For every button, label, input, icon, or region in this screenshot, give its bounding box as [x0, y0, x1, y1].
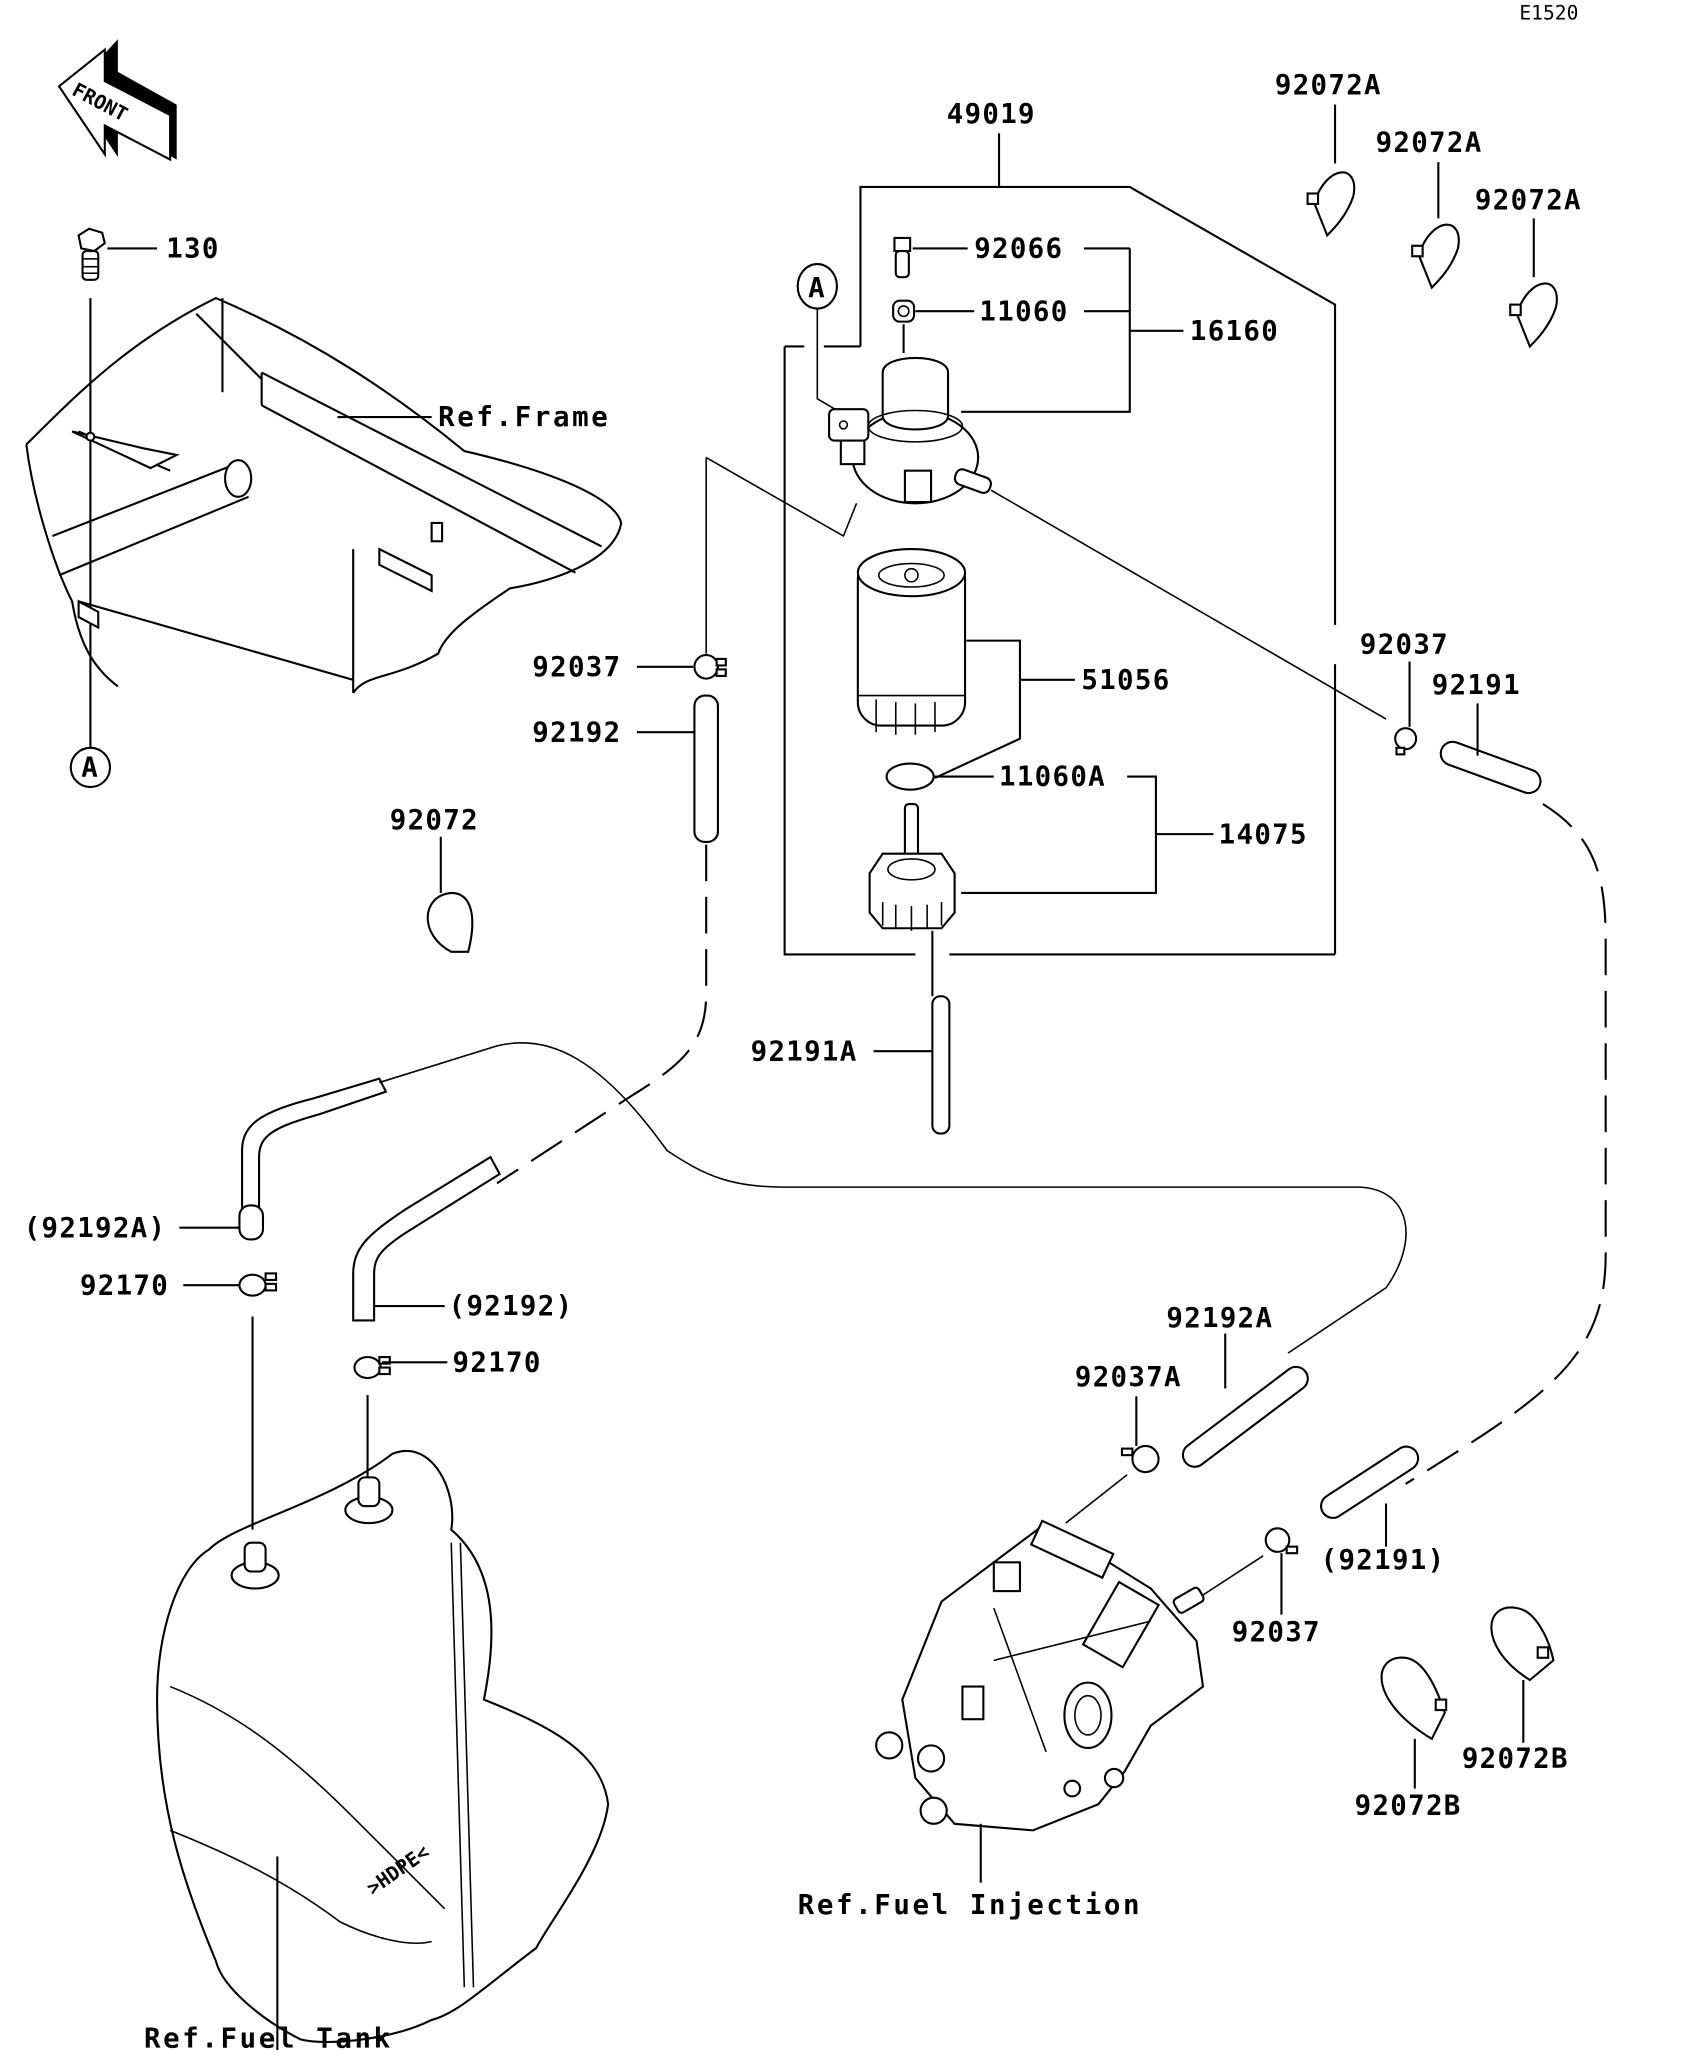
part-label-92170-left[interactable]: 92170	[80, 1270, 169, 1301]
frame-reference-drawing	[25, 296, 623, 694]
part-label-92072a-3[interactable]: 92072A	[1475, 185, 1582, 216]
bolt-130-icon[interactable]	[77, 227, 106, 281]
part-label-92191-paren[interactable]: (92191)	[1321, 1545, 1446, 1576]
part-label-92191a[interactable]: 92191A	[751, 1036, 858, 1067]
ref-fuel-injection-label: Ref.Fuel Injection	[798, 1890, 1142, 1921]
marker-a-left	[69, 746, 112, 789]
part-label-92037-bottom[interactable]: 92037	[1232, 1617, 1321, 1648]
marker-a-top-label: A	[808, 273, 826, 304]
cable-tie-92072-icon[interactable]	[426, 891, 474, 953]
front-arrow-icon: FRONT	[57, 39, 177, 162]
hose-92192-paren-icon[interactable]	[352, 1155, 502, 1322]
diagram-code: E1520	[1519, 2, 1578, 25]
hose-92192a-icon[interactable]	[1178, 1362, 1312, 1471]
o-ring-11060a-icon[interactable]	[885, 762, 935, 791]
part-label-92192a-paren[interactable]: (92192A)	[24, 1213, 167, 1244]
bolt-92066-icon[interactable]	[893, 236, 912, 279]
part-label-14075[interactable]: 14075	[1219, 819, 1308, 850]
cable-tie-92072a-3-icon[interactable]	[1509, 282, 1558, 349]
fuel-tank-drawing: >HDPE<	[156, 1450, 610, 2044]
clamp-92037-right-icon[interactable]	[1394, 727, 1418, 756]
injection-pump-drawing	[875, 1519, 1205, 1832]
cable-tie-92072a-2-icon[interactable]	[1411, 223, 1460, 290]
drain-plug-14075-icon[interactable]	[868, 803, 956, 931]
hose-92192a-paren-icon[interactable]	[241, 1077, 388, 1217]
clamp-92037a-icon[interactable]	[1120, 1444, 1160, 1474]
cable-tie-92072a-1-icon[interactable]	[1306, 171, 1356, 238]
part-label-92037-right[interactable]: 92037	[1360, 630, 1449, 661]
hose-92192-icon[interactable]	[693, 694, 719, 844]
filter-head-16160-icon[interactable]	[828, 356, 993, 505]
part-label-11060[interactable]: 11060	[979, 296, 1068, 327]
cable-tie-92072b-1-icon[interactable]	[1380, 1656, 1448, 1741]
part-label-16160[interactable]: 16160	[1190, 316, 1279, 347]
part-label-92072[interactable]: 92072	[390, 805, 479, 836]
part-label-92037-left[interactable]: 92037	[532, 652, 621, 683]
part-label-130[interactable]: 130	[166, 234, 219, 265]
part-label-92192-paren[interactable]: (92192)	[449, 1291, 574, 1322]
part-label-92192a[interactable]: 92192A	[1166, 1303, 1273, 1334]
svg-text:>HDPE<: >HDPE<	[362, 1840, 433, 1899]
clamp-92170-right-icon[interactable]	[353, 1356, 391, 1380]
part-label-92191[interactable]: 92191	[1432, 670, 1521, 701]
clamp-92170-left-icon[interactable]	[238, 1272, 278, 1297]
fuel-filter-51056-icon[interactable]	[856, 548, 967, 735]
clamp-92037-left-icon[interactable]	[693, 653, 727, 680]
cable-tie-92072b-2-icon[interactable]	[1490, 1606, 1555, 1682]
part-label-92072a-1[interactable]: 92072A	[1275, 70, 1382, 101]
ref-fuel-tank-label: Ref.Fuel Tank	[144, 2023, 393, 2050]
hose-92191-paren-icon[interactable]	[1317, 1442, 1423, 1522]
part-label-92072b-1[interactable]: 92072B	[1355, 1791, 1462, 1822]
part-label-11060a[interactable]: 11060A	[999, 762, 1106, 793]
part-label-92066[interactable]: 92066	[974, 234, 1063, 265]
part-label-92170-right[interactable]: 92170	[453, 1347, 542, 1378]
part-label-92072b-2[interactable]: 92072B	[1462, 1744, 1569, 1775]
part-label-92037a[interactable]: 92037A	[1075, 1362, 1182, 1393]
hose-92191-icon[interactable]	[1437, 738, 1543, 796]
part-label-92072a-2[interactable]: 92072A	[1376, 128, 1483, 159]
part-label-92192[interactable]: 92192	[532, 717, 621, 748]
ref-frame-label: Ref.Frame	[438, 402, 610, 433]
hose-92191a-icon[interactable]	[931, 995, 951, 1135]
clamp-92037-bottom-icon[interactable]	[1264, 1527, 1299, 1555]
part-label-49019[interactable]: 49019	[947, 99, 1036, 130]
marker-a-left-label: A	[81, 753, 99, 784]
washer-11060-icon[interactable]	[892, 299, 916, 323]
part-label-51056[interactable]: 51056	[1081, 665, 1170, 696]
